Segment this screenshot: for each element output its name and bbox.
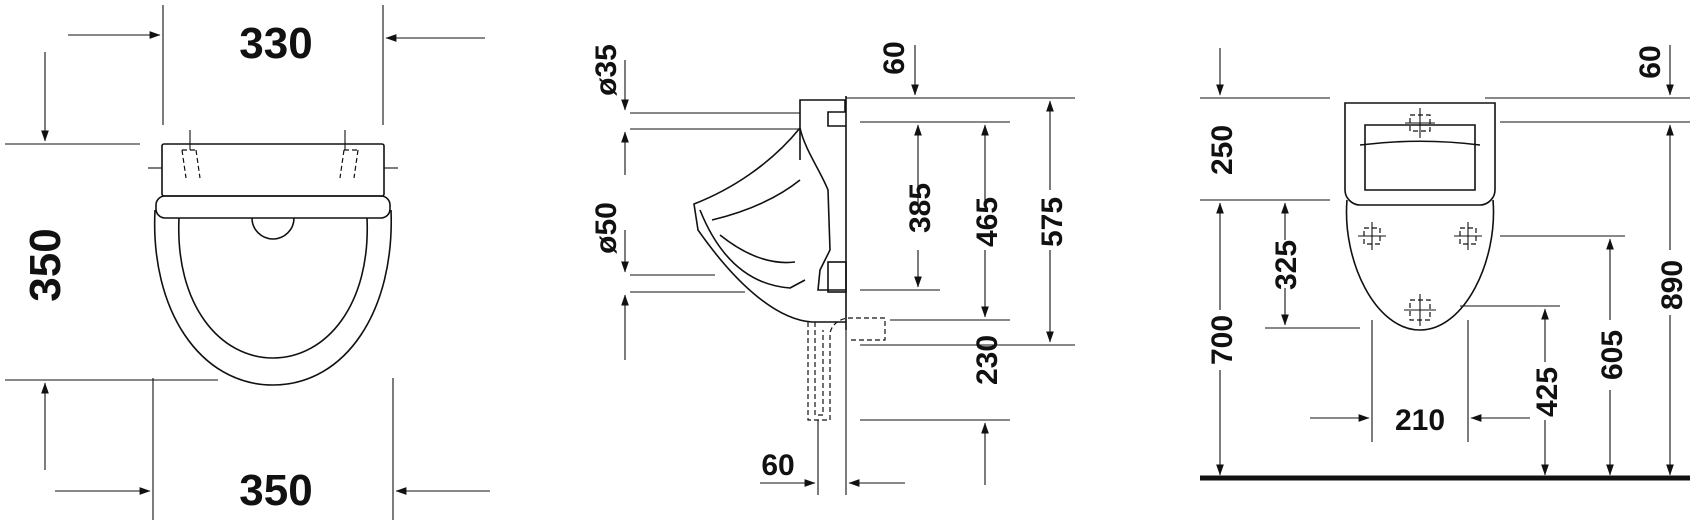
side-view: ø35 ø50 60 385 465 575 230 60 [590,41,1075,495]
wall-lower-fixing-label: 425 [1531,367,1564,417]
wall-fixing-vertical-label: 325 [1270,240,1303,290]
side-outlet-floor-label: 230 [971,335,1004,385]
side-inlet-outlet-label: 385 [904,183,937,233]
wall-top-floor-label: 890 [1656,260,1689,310]
fixing-bottom-icon [1404,294,1436,326]
fixing-top-icon [1405,108,1435,138]
side-wall-offset-label: 60 [761,449,794,482]
front-depth-label: 350 [21,228,70,301]
side-total-height-label: 575 [1036,197,1069,247]
wall-fixing-horizontal-label: 210 [1395,404,1445,437]
wall-view: 250 325 700 210 425 605 60 890 [1200,45,1690,481]
fixing-left-icon [1358,222,1386,250]
side-top-outlet-label: 465 [971,197,1004,247]
wall-top-offset-label: 60 [1634,45,1667,78]
side-inlet-diameter-label: ø35 [590,44,623,96]
front-view: 330 350 350 [5,5,490,520]
side-top-offset-label: 60 [878,41,911,74]
front-width-bottom-label: 350 [239,466,312,515]
side-outlet-diameter-label: ø50 [590,202,623,254]
front-width-top-label: 330 [239,19,312,68]
wall-rim-height-label: 250 [1206,125,1239,175]
wall-rim-floor-label: 700 [1206,315,1239,365]
fixing-right-icon [1454,222,1482,250]
wall-upper-fixing-label: 605 [1596,330,1629,380]
